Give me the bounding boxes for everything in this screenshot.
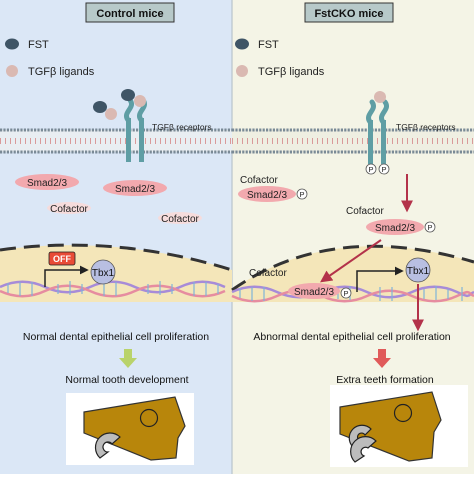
left-cofactor-b-label: Cofactor [161, 214, 199, 225]
right-smad-c-phospho-label: P [343, 289, 348, 298]
right-tbx1-node [405, 257, 431, 283]
right-nuclear-envelope [231, 244, 474, 292]
left-tbx1-node [90, 259, 116, 285]
legend-fst-icon-right [235, 38, 249, 50]
right-outcome-arrow [373, 349, 391, 368]
left-smad-a [15, 174, 79, 190]
right-tgfb-ligand [374, 91, 386, 103]
left-off-label: OFF [53, 254, 71, 264]
right-receptor-phospho-b-label: P [381, 165, 386, 174]
legend-fst-label-right: FST [258, 39, 279, 51]
left-tbx1-label: Tbx1 [92, 268, 115, 279]
left-fst-molecule-a [93, 101, 107, 113]
right-smad-b-phospho [424, 221, 436, 233]
smad-to-nucleus-arrow [320, 239, 382, 283]
left-smad-b [103, 180, 167, 196]
right-cofactor-a-label: Cofactor [240, 175, 278, 186]
left-off-badge [48, 251, 76, 266]
left-smad-a-label: Smad2/3 [27, 178, 67, 189]
left-title-box [85, 2, 175, 23]
left-title: Control mice [96, 8, 163, 20]
legend-tgfb-icon-right [236, 65, 248, 77]
right-receptor-label: TGFβ receptors [396, 122, 456, 132]
left-cofactor-a-label: Cofactor [50, 204, 88, 215]
right-receptor-phospho-a [365, 163, 377, 175]
left-smad-b-label: Smad2/3 [115, 184, 155, 195]
legend-fst-icon [5, 38, 19, 50]
left-tgfb-ligand-a [105, 108, 117, 120]
left-promoter-arrow [44, 265, 89, 287]
left-cell-membrane [0, 128, 232, 154]
right-smad-b-label: Smad2/3 [375, 223, 415, 234]
right-cell-membrane [232, 128, 474, 154]
right-smad-a-phospho [296, 188, 308, 200]
right-tooth-illustration [330, 385, 468, 467]
left-result-text: Normal tooth development [65, 374, 188, 386]
right-cofactor-c-label: Cofactor [249, 268, 287, 279]
right-smad-a-phospho-label: P [299, 190, 304, 199]
right-smad-c-label: Smad2/3 [294, 287, 334, 298]
right-promoter-arrow [356, 266, 404, 292]
legend-tgfb-label: TGFβ ligands [28, 66, 95, 78]
right-smad-c-phospho [340, 287, 352, 299]
right-outcome-text: Abnormal dental epithelial cell prolifer… [253, 331, 450, 343]
left-receptor-label: TGFβ receptors [152, 122, 212, 132]
left-nuclear-envelope [0, 243, 233, 272]
right-smad-a-label: Smad2/3 [247, 190, 287, 201]
right-smad-b [366, 219, 424, 235]
right-title: FstCKO mice [314, 8, 383, 20]
right-receptor-phospho-b [378, 163, 390, 175]
right-cofactor-b-label: Cofactor [346, 206, 384, 217]
legend-tgfb-icon [6, 65, 18, 77]
left-tooth-illustration [66, 393, 194, 465]
legend-fst-label: FST [28, 39, 49, 51]
right-tgfb-receptor [366, 99, 389, 164]
right-smad-a [238, 186, 296, 202]
left-tgfb-ligand-b [134, 95, 146, 107]
right-result-text: Extra teeth formation [336, 374, 434, 386]
left-outcome-text: Normal dental epithelial cell proliferat… [23, 331, 209, 343]
right-tbx1-label: Tbx1 [407, 266, 430, 277]
right-receptor-phospho-a-label: P [368, 165, 373, 174]
legend-tgfb-label-right: TGFβ ligands [258, 66, 325, 78]
left-outcome-arrow [119, 349, 137, 368]
right-smad-c [288, 283, 340, 299]
left-dna-helix [0, 280, 226, 298]
left-cofactor-a [47, 202, 91, 214]
left-cofactor-b [158, 212, 202, 224]
left-fst-molecule-b [121, 89, 135, 101]
right-smad-b-phospho-label: P [427, 223, 432, 232]
right-title-box [304, 2, 394, 23]
